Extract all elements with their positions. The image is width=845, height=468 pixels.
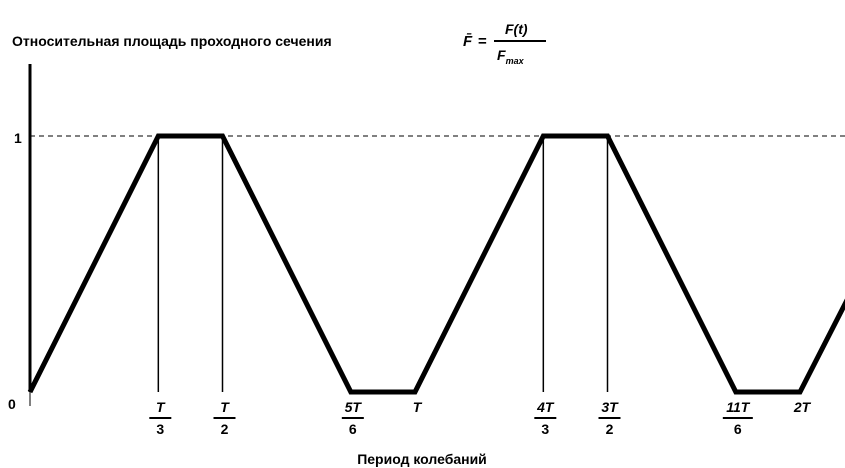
vertical-guides [157, 136, 609, 392]
y-formula: F̄ = F(t) Fmax [463, 21, 546, 66]
x-tick-denominator: 3 [156, 421, 164, 437]
x-tick-numerator: 2T [793, 399, 812, 415]
x-tick-denominator: 3 [541, 421, 549, 437]
x-tick-denominator: 6 [349, 421, 357, 437]
x-tick-2: 5T6 [341, 399, 364, 437]
chart-title: Относительная площадь проходного сечения [12, 33, 332, 49]
y-tick-label-1: 1 [14, 130, 22, 146]
formula-numerator: F(t) [505, 21, 528, 37]
formula-denominator-sub: max [506, 56, 525, 66]
x-tick-4: 4T3 [534, 399, 557, 437]
x-tick-numerator: T [413, 399, 423, 415]
x-tick-numerator: 3T [601, 399, 619, 415]
x-tick-denominator: 6 [734, 421, 742, 437]
formula-equals: = [478, 33, 487, 50]
y-tick-label-0: 0 [8, 396, 16, 412]
formula-denominator-base: F [497, 47, 506, 63]
x-tick-numerator: T [156, 399, 166, 415]
formula-denominator: Fmax [497, 47, 525, 66]
x-tick-3: T [413, 399, 423, 415]
x-tick-denominator: 2 [221, 421, 229, 437]
x-tick-7: 2T [793, 399, 812, 415]
x-tick-1: T2 [213, 399, 236, 437]
x-axis-label: Период колебаний [357, 451, 487, 467]
x-tick-denominator: 2 [606, 421, 614, 437]
x-tick-numerator: 11T [726, 399, 751, 415]
x-tick-numerator: T [220, 399, 230, 415]
formula-lhs: F̄ [463, 32, 473, 50]
x-tick-numerator: 4T [536, 399, 555, 415]
x-tick-numerator: 5T [345, 399, 363, 415]
x-tick-0: T3 [149, 399, 172, 437]
x-tick-5: 3T2 [598, 399, 621, 437]
series-line [27, 133, 845, 395]
